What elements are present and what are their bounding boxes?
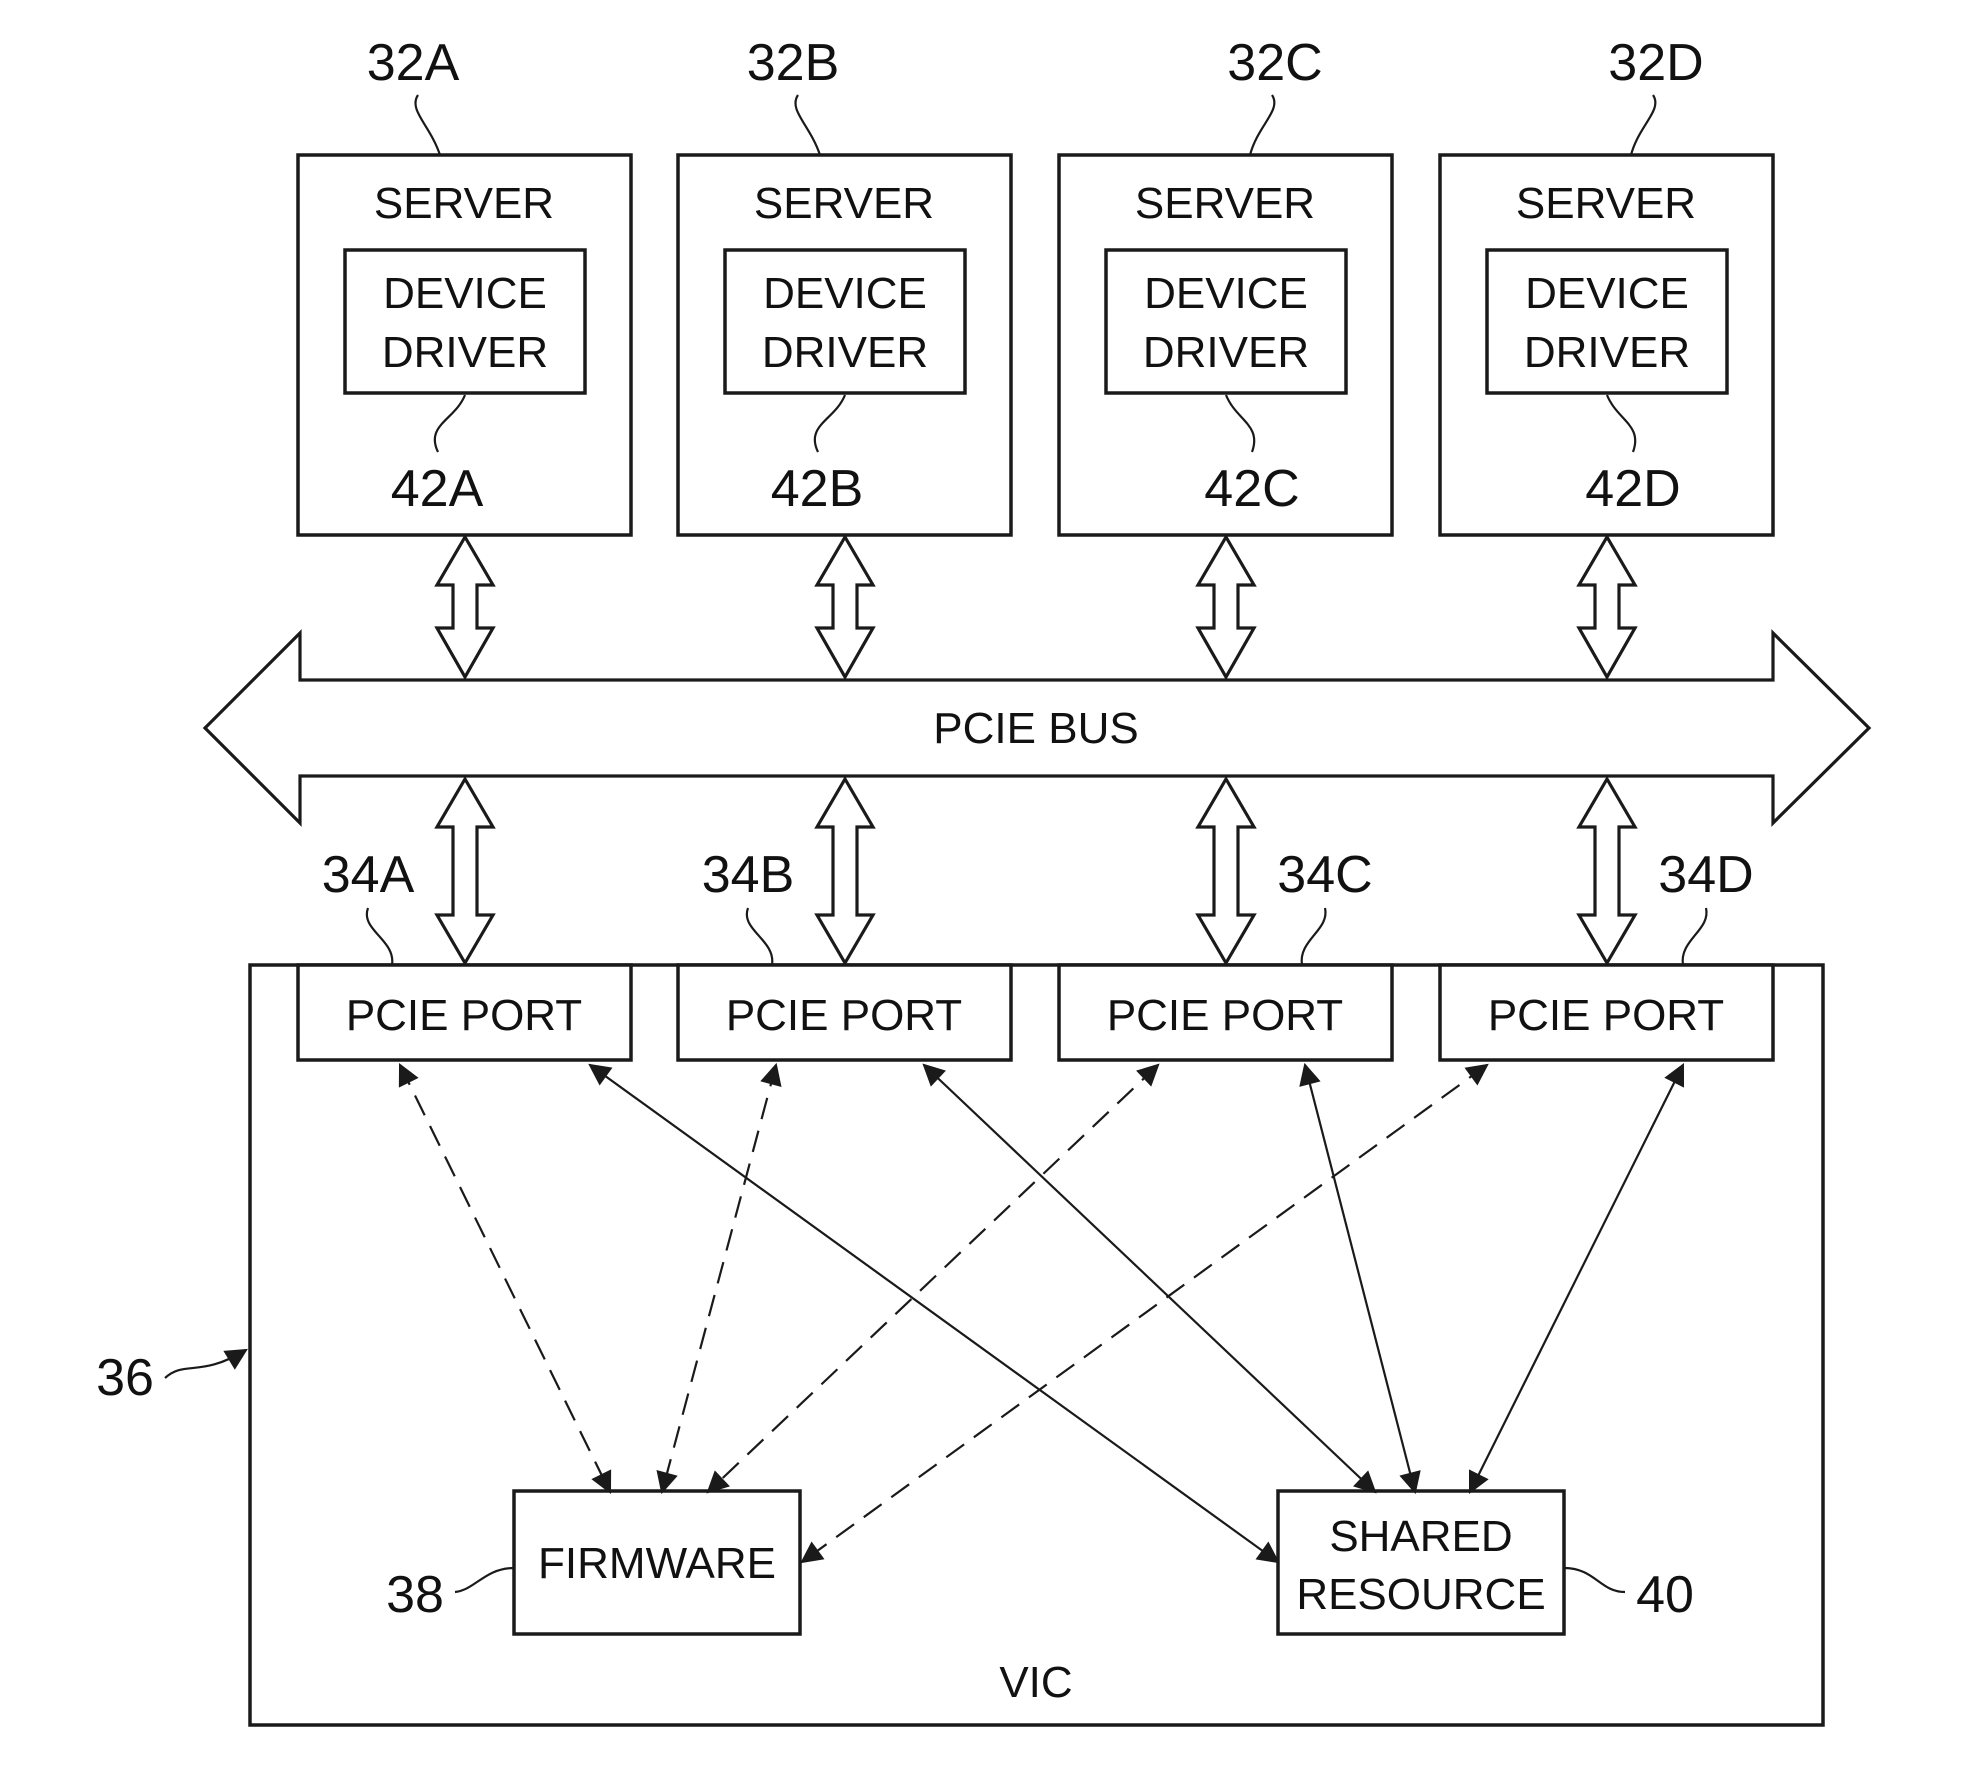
shared-resource-ref-label: 40 xyxy=(1636,1566,1694,1624)
server-title: SERVER xyxy=(374,179,554,228)
firmware-label: FIRMWARE xyxy=(538,1539,776,1588)
server-32d: SERVER DEVICE DRIVER 32D 42D xyxy=(1440,34,1773,535)
driver-ref-label: 42A xyxy=(391,460,484,518)
port-ref-label: 34D xyxy=(1658,846,1753,904)
device-driver-line1: DEVICE xyxy=(763,269,927,318)
driver-ref-label: 42D xyxy=(1585,460,1680,518)
port-ref-label: 34C xyxy=(1277,846,1372,904)
bus-port-arrow-d xyxy=(1579,779,1635,963)
server-bus-arrow-c xyxy=(1198,537,1254,677)
device-driver-line1: DEVICE xyxy=(383,269,547,318)
server-ref-label: 32A xyxy=(367,34,460,92)
pcie-port-label: PCIE PORT xyxy=(1488,991,1724,1040)
firmware-ref-label: 38 xyxy=(386,1566,444,1624)
port-ref-leader xyxy=(1302,908,1326,965)
pcie-port-label: PCIE PORT xyxy=(1107,991,1343,1040)
bus-port-arrow-b xyxy=(817,779,873,963)
driver-ref-label: 42B xyxy=(771,460,864,518)
server-ref-leader xyxy=(1250,95,1274,155)
server-ref-leader xyxy=(415,95,440,155)
pcie-bus-label: PCIE BUS xyxy=(933,704,1138,753)
server-ref-leader xyxy=(1631,95,1655,155)
shared-resource-line2: RESOURCE xyxy=(1296,1570,1545,1619)
server-title: SERVER xyxy=(1516,179,1696,228)
server-32a: SERVER DEVICE DRIVER 32A 42A xyxy=(298,34,631,535)
port-ref-leader xyxy=(747,908,772,965)
port-ref-leader xyxy=(1683,908,1707,965)
bus-port-arrow-c xyxy=(1198,779,1254,963)
vic-box xyxy=(250,965,1823,1725)
bus-port-arrow-a xyxy=(437,779,493,963)
server-ref-label: 32B xyxy=(747,34,840,92)
driver-ref-label: 42C xyxy=(1204,460,1299,518)
device-driver-line2: DRIVER xyxy=(1143,328,1309,377)
server-bus-arrow-b xyxy=(817,537,873,677)
vic-ref-leader xyxy=(165,1350,246,1378)
server-ref-leader xyxy=(795,95,820,155)
device-driver-line2: DRIVER xyxy=(382,328,548,377)
vic-label: VIC xyxy=(999,1658,1072,1707)
server-bus-arrow-a xyxy=(437,537,493,677)
device-driver-line1: DEVICE xyxy=(1144,269,1308,318)
bus-port-links xyxy=(437,779,1635,963)
pcie-port-label: PCIE PORT xyxy=(726,991,962,1040)
server-title: SERVER xyxy=(1135,179,1315,228)
server-bus-arrow-d xyxy=(1579,537,1635,677)
vic-ref-label: 36 xyxy=(96,1349,154,1407)
port-ref-leader xyxy=(367,908,392,965)
server-title: SERVER xyxy=(754,179,934,228)
port-ref-label: 34A xyxy=(322,846,415,904)
port-ref-label: 34B xyxy=(702,846,795,904)
device-driver-line2: DRIVER xyxy=(762,328,928,377)
device-driver-line2: DRIVER xyxy=(1524,328,1690,377)
server-bus-links xyxy=(437,537,1635,677)
device-driver-line1: DEVICE xyxy=(1525,269,1689,318)
server-ref-label: 32C xyxy=(1227,34,1322,92)
server-ref-label: 32D xyxy=(1608,34,1703,92)
server-32b: SERVER DEVICE DRIVER 32B 42B xyxy=(678,34,1011,535)
server-32c: SERVER DEVICE DRIVER 32C 42C xyxy=(1059,34,1392,535)
pcie-port-label: PCIE PORT xyxy=(346,991,582,1040)
shared-resource-line1: SHARED xyxy=(1329,1512,1512,1561)
